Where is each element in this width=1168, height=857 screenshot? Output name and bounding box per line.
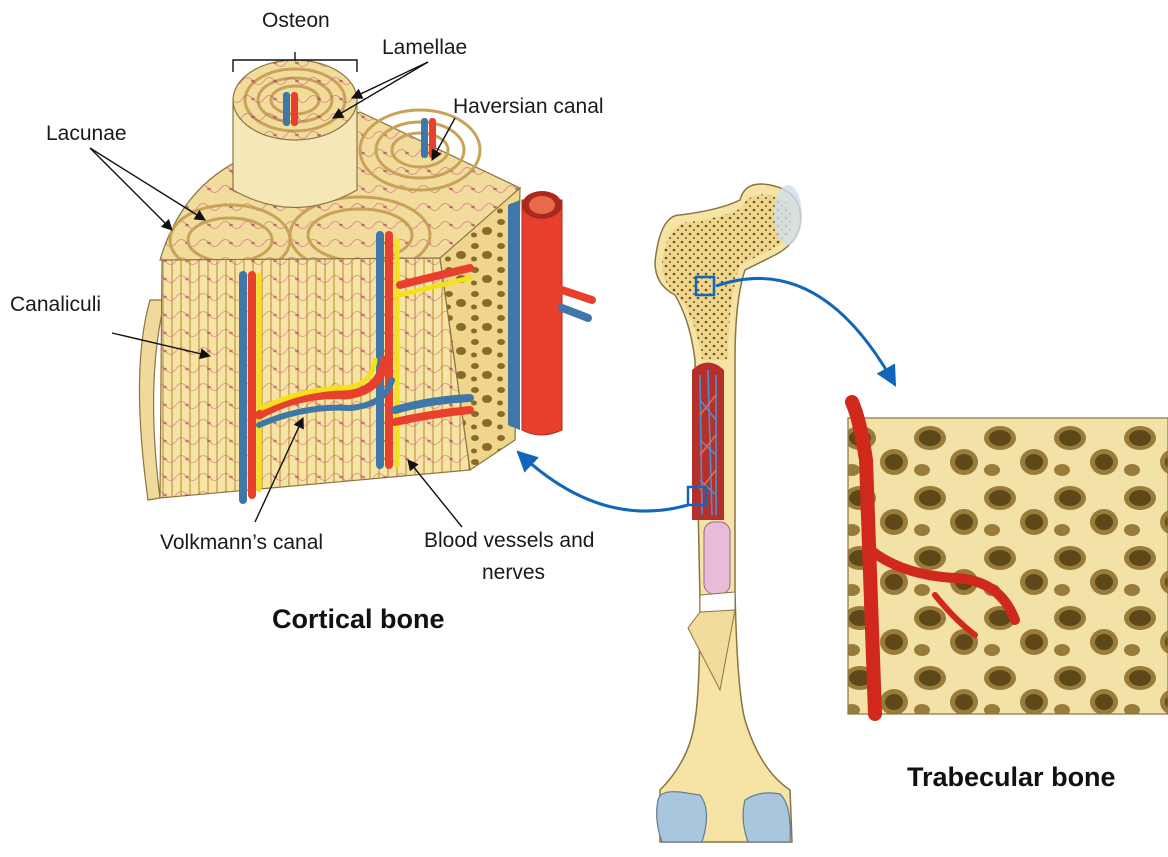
label-osteon: Osteon — [262, 8, 330, 34]
femur-head-cartilage — [774, 185, 802, 245]
label-canaliculi: Canaliculi — [10, 292, 101, 318]
trabecular-bone-panel — [848, 402, 1168, 714]
label-haversian-canal: Haversian canal — [453, 94, 604, 120]
pointer-to-trabecular — [716, 278, 895, 385]
pointer-to-cortical — [518, 452, 688, 511]
title-cortical-bone: Cortical bone — [272, 604, 445, 635]
title-trabecular-bone: Trabecular bone — [907, 762, 1116, 793]
femur-condyle-right — [743, 793, 790, 842]
label-volkmann-canal: Volkmann’s canal — [160, 530, 323, 556]
osteon-cylinder — [233, 60, 357, 208]
label-blood-vessels-line2: nerves — [482, 560, 545, 586]
label-lacunae: Lacunae — [46, 121, 127, 147]
cortical-bone-block — [139, 60, 592, 500]
label-lamellae: Lamellae — [382, 35, 467, 61]
label-blood-vessels-line1: Blood vessels and — [424, 528, 594, 554]
pink-cylinder — [704, 522, 730, 594]
periosteal-vessels — [508, 191, 592, 435]
femur-condyle-left — [657, 792, 707, 842]
